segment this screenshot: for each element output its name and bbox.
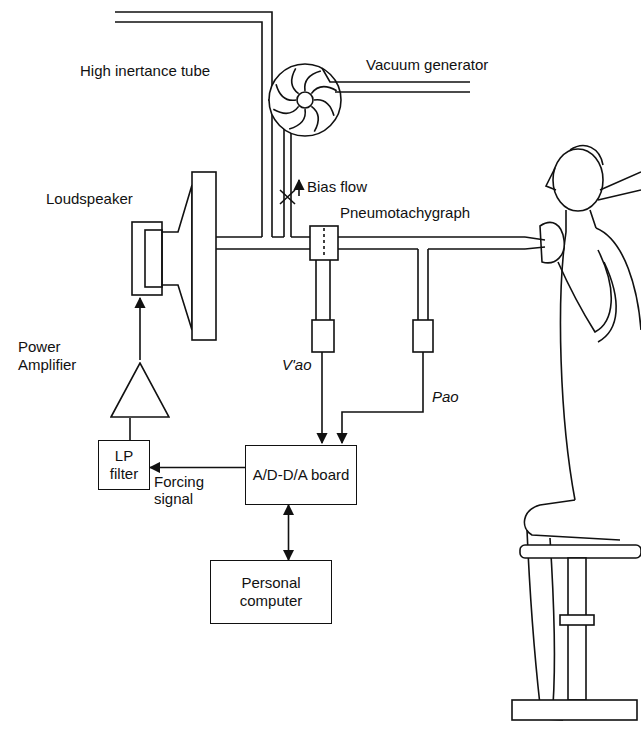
part-label: Loudspeaker xyxy=(46,190,133,207)
signal-connector xyxy=(129,418,131,440)
part-label: V'ao xyxy=(282,356,312,373)
node-label: A/D-D/A board xyxy=(253,466,350,484)
amplifier-triangle: Power Amplifier xyxy=(110,362,170,418)
needle-valve xyxy=(280,190,295,204)
node-label: Personal computer xyxy=(216,574,326,610)
pneumotach-tubes xyxy=(316,260,330,320)
signal-connector xyxy=(288,505,290,560)
node-label: Power Amplifier xyxy=(18,338,104,374)
flow-transducer xyxy=(312,320,334,352)
node-label: LP filter xyxy=(104,447,144,483)
triangle-outline xyxy=(110,362,170,418)
bias-flow-arrow xyxy=(298,180,300,196)
main-tube xyxy=(216,237,525,249)
speaker-cone xyxy=(162,185,192,330)
inertance-tube-inner xyxy=(115,22,262,237)
fan-blade xyxy=(273,106,298,113)
converter-board: A/D-D/A board xyxy=(245,445,357,505)
patient-figure xyxy=(512,146,641,720)
vacuum-fan-housing xyxy=(269,64,341,136)
pneumotach-screen xyxy=(323,228,325,258)
part-label: Vacuum generator xyxy=(366,56,488,73)
fan-blade xyxy=(292,68,299,93)
flow-signal-wire xyxy=(321,352,323,443)
mouthpiece-tube xyxy=(525,237,545,249)
speaker-coil xyxy=(145,230,162,287)
speaker-magnet xyxy=(132,222,162,295)
amplifier-output-wire xyxy=(139,298,141,360)
part-label: Bias flow xyxy=(307,178,367,195)
pressure-signal-wire xyxy=(342,352,423,443)
fan-blade xyxy=(311,87,336,94)
part-label: Pneumotachygraph xyxy=(340,204,470,221)
pressure-transducer xyxy=(413,320,433,352)
part-label: High inertance tube xyxy=(80,62,210,79)
computer-box: Personal computer xyxy=(210,560,332,624)
fan-blade xyxy=(311,106,318,131)
speaker-chamber xyxy=(192,172,216,340)
part-label: Pao xyxy=(432,388,459,405)
filter-box: LP filter xyxy=(98,440,150,490)
vacuum-fan-hub xyxy=(297,92,313,108)
pressure-tube xyxy=(418,249,428,320)
pneumotachygraph-body xyxy=(310,226,338,260)
signal-connector xyxy=(150,467,245,469)
connector-label: Forcing signal xyxy=(154,473,216,508)
